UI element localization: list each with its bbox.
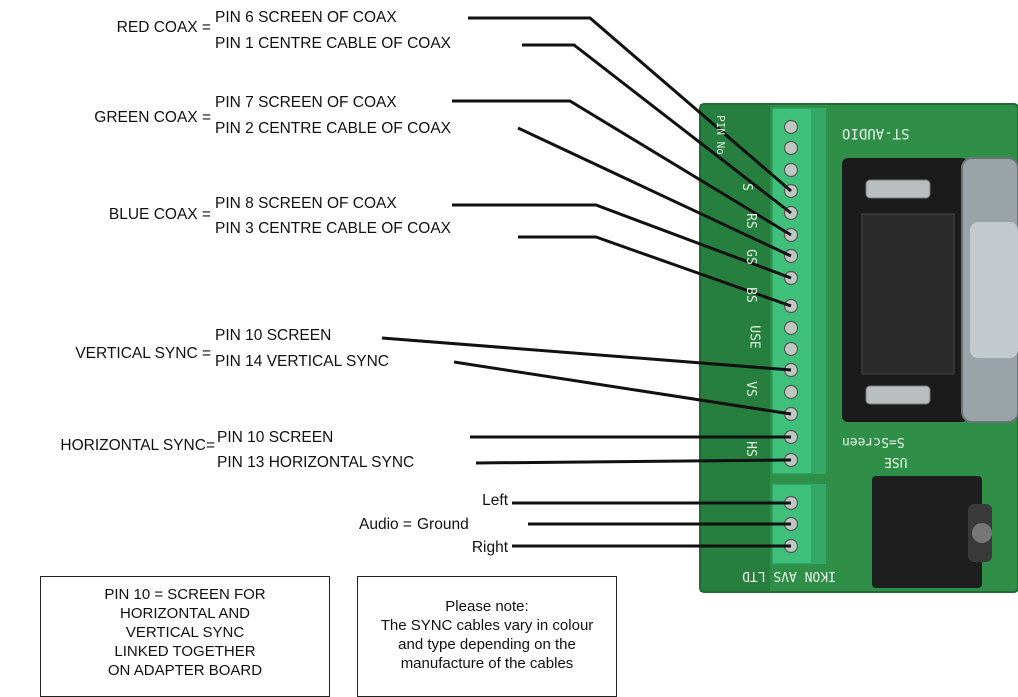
note-line: The SYNC cables vary in colour <box>380 617 594 634</box>
mounting-screw-bottom <box>865 385 931 405</box>
dsub-plug-inner <box>970 222 1018 358</box>
terminal-block-main-side <box>812 108 826 474</box>
screw-terminal <box>783 119 799 135</box>
screw-terminal <box>783 384 799 400</box>
wire-vsync-screen <box>381 336 792 372</box>
screw-terminal <box>783 341 799 357</box>
board-name-label: ST-AUDIO <box>842 125 910 141</box>
note-line: and type depending on the <box>398 636 576 653</box>
red-coax-pin1: PIN 1 CENTRE CABLE OF COAX <box>215 35 451 52</box>
screw-terminal <box>783 162 799 178</box>
sync-note-box: Please note: The SYNC cables vary in col… <box>357 576 617 697</box>
audio-jack-body <box>872 476 982 588</box>
wire-blue-screen <box>452 203 792 280</box>
blue-coax-label: BLUE COAX = <box>108 206 211 223</box>
blue-coax-pin8: PIN 8 SCREEN OF COAX <box>215 195 397 212</box>
pin10-note-box: PIN 10 = SCREEN FOR HORIZONTAL AND VERTI… <box>40 576 330 697</box>
note-line: ON ADAPTER BOARD <box>107 662 263 679</box>
note-line: VERTICAL SYNC <box>125 624 245 641</box>
screw-terminal <box>783 140 799 156</box>
screw-terminal <box>783 320 799 336</box>
blue-coax-pin3: PIN 3 CENTRE CABLE OF COAX <box>215 220 451 237</box>
board-column-label: HS <box>742 441 758 457</box>
green-coax-pin7: PIN 7 SCREEN OF COAX <box>215 94 397 111</box>
board-column-label: GS <box>742 249 758 265</box>
wires <box>381 16 792 548</box>
board-screen-key: S=Screen <box>842 434 905 449</box>
wire-green-centre <box>517 126 792 258</box>
vertical-sync-label: VERTICAL SYNC = <box>75 345 211 362</box>
horizontal-sync-label: HORIZONTAL SYNC= <box>60 437 215 454</box>
dsub-body <box>861 213 955 375</box>
note-line: Please note: <box>445 598 529 615</box>
note-line: manufacture of the cables <box>400 655 574 672</box>
wire-red-screen <box>468 16 792 193</box>
audio-label: Audio = <box>358 516 412 533</box>
horizontal-sync-pin10: PIN 10 SCREEN <box>217 429 334 446</box>
audio-left-label: Left <box>482 492 508 509</box>
vertical-sync-pin14: PIN 14 VERTICAL SYNC <box>215 353 390 370</box>
green-coax-label: GREEN COAX = <box>94 109 211 126</box>
audio-jack-hole <box>972 523 992 543</box>
wire-blue-centre <box>518 235 792 308</box>
mounting-screw-top <box>865 179 931 199</box>
horizontal-sync-pin13: PIN 13 HORIZONTAL SYNC <box>217 454 415 471</box>
wire-green-screen <box>452 99 792 237</box>
red-coax-pin6: PIN 6 SCREEN OF COAX <box>215 9 397 26</box>
board-column-label: VS <box>742 381 758 397</box>
vertical-sync-pin10: PIN 10 SCREEN <box>215 327 332 344</box>
board-edge <box>699 103 1018 593</box>
board-column-label: RS <box>742 213 758 229</box>
board-column-label: BS <box>742 287 758 303</box>
red-coax-label: RED COAX = <box>116 19 211 36</box>
board-column-label: USE <box>746 325 762 349</box>
wire-vsync-pin14 <box>453 360 792 416</box>
audio-right-label: Right <box>471 539 508 556</box>
note-line: PIN 10 = SCREEN FOR <box>104 586 266 603</box>
wire-red-centre <box>522 43 792 215</box>
note-line: LINKED TOGETHER <box>114 643 256 660</box>
wire-hsync-pin13 <box>475 458 792 465</box>
board-maker-label: IKON AVS LTD <box>742 568 836 583</box>
audio-ground-label: Ground <box>417 516 469 533</box>
board-use-label: USE <box>884 454 908 469</box>
terminal-block-audio-side <box>812 484 826 564</box>
green-coax-pin2: PIN 2 CENTRE CABLE OF COAX <box>215 120 451 137</box>
board-header-text: PIN No <box>713 115 727 155</box>
note-line: HORIZONTAL AND <box>119 605 250 622</box>
board-column-label: S <box>738 183 754 191</box>
